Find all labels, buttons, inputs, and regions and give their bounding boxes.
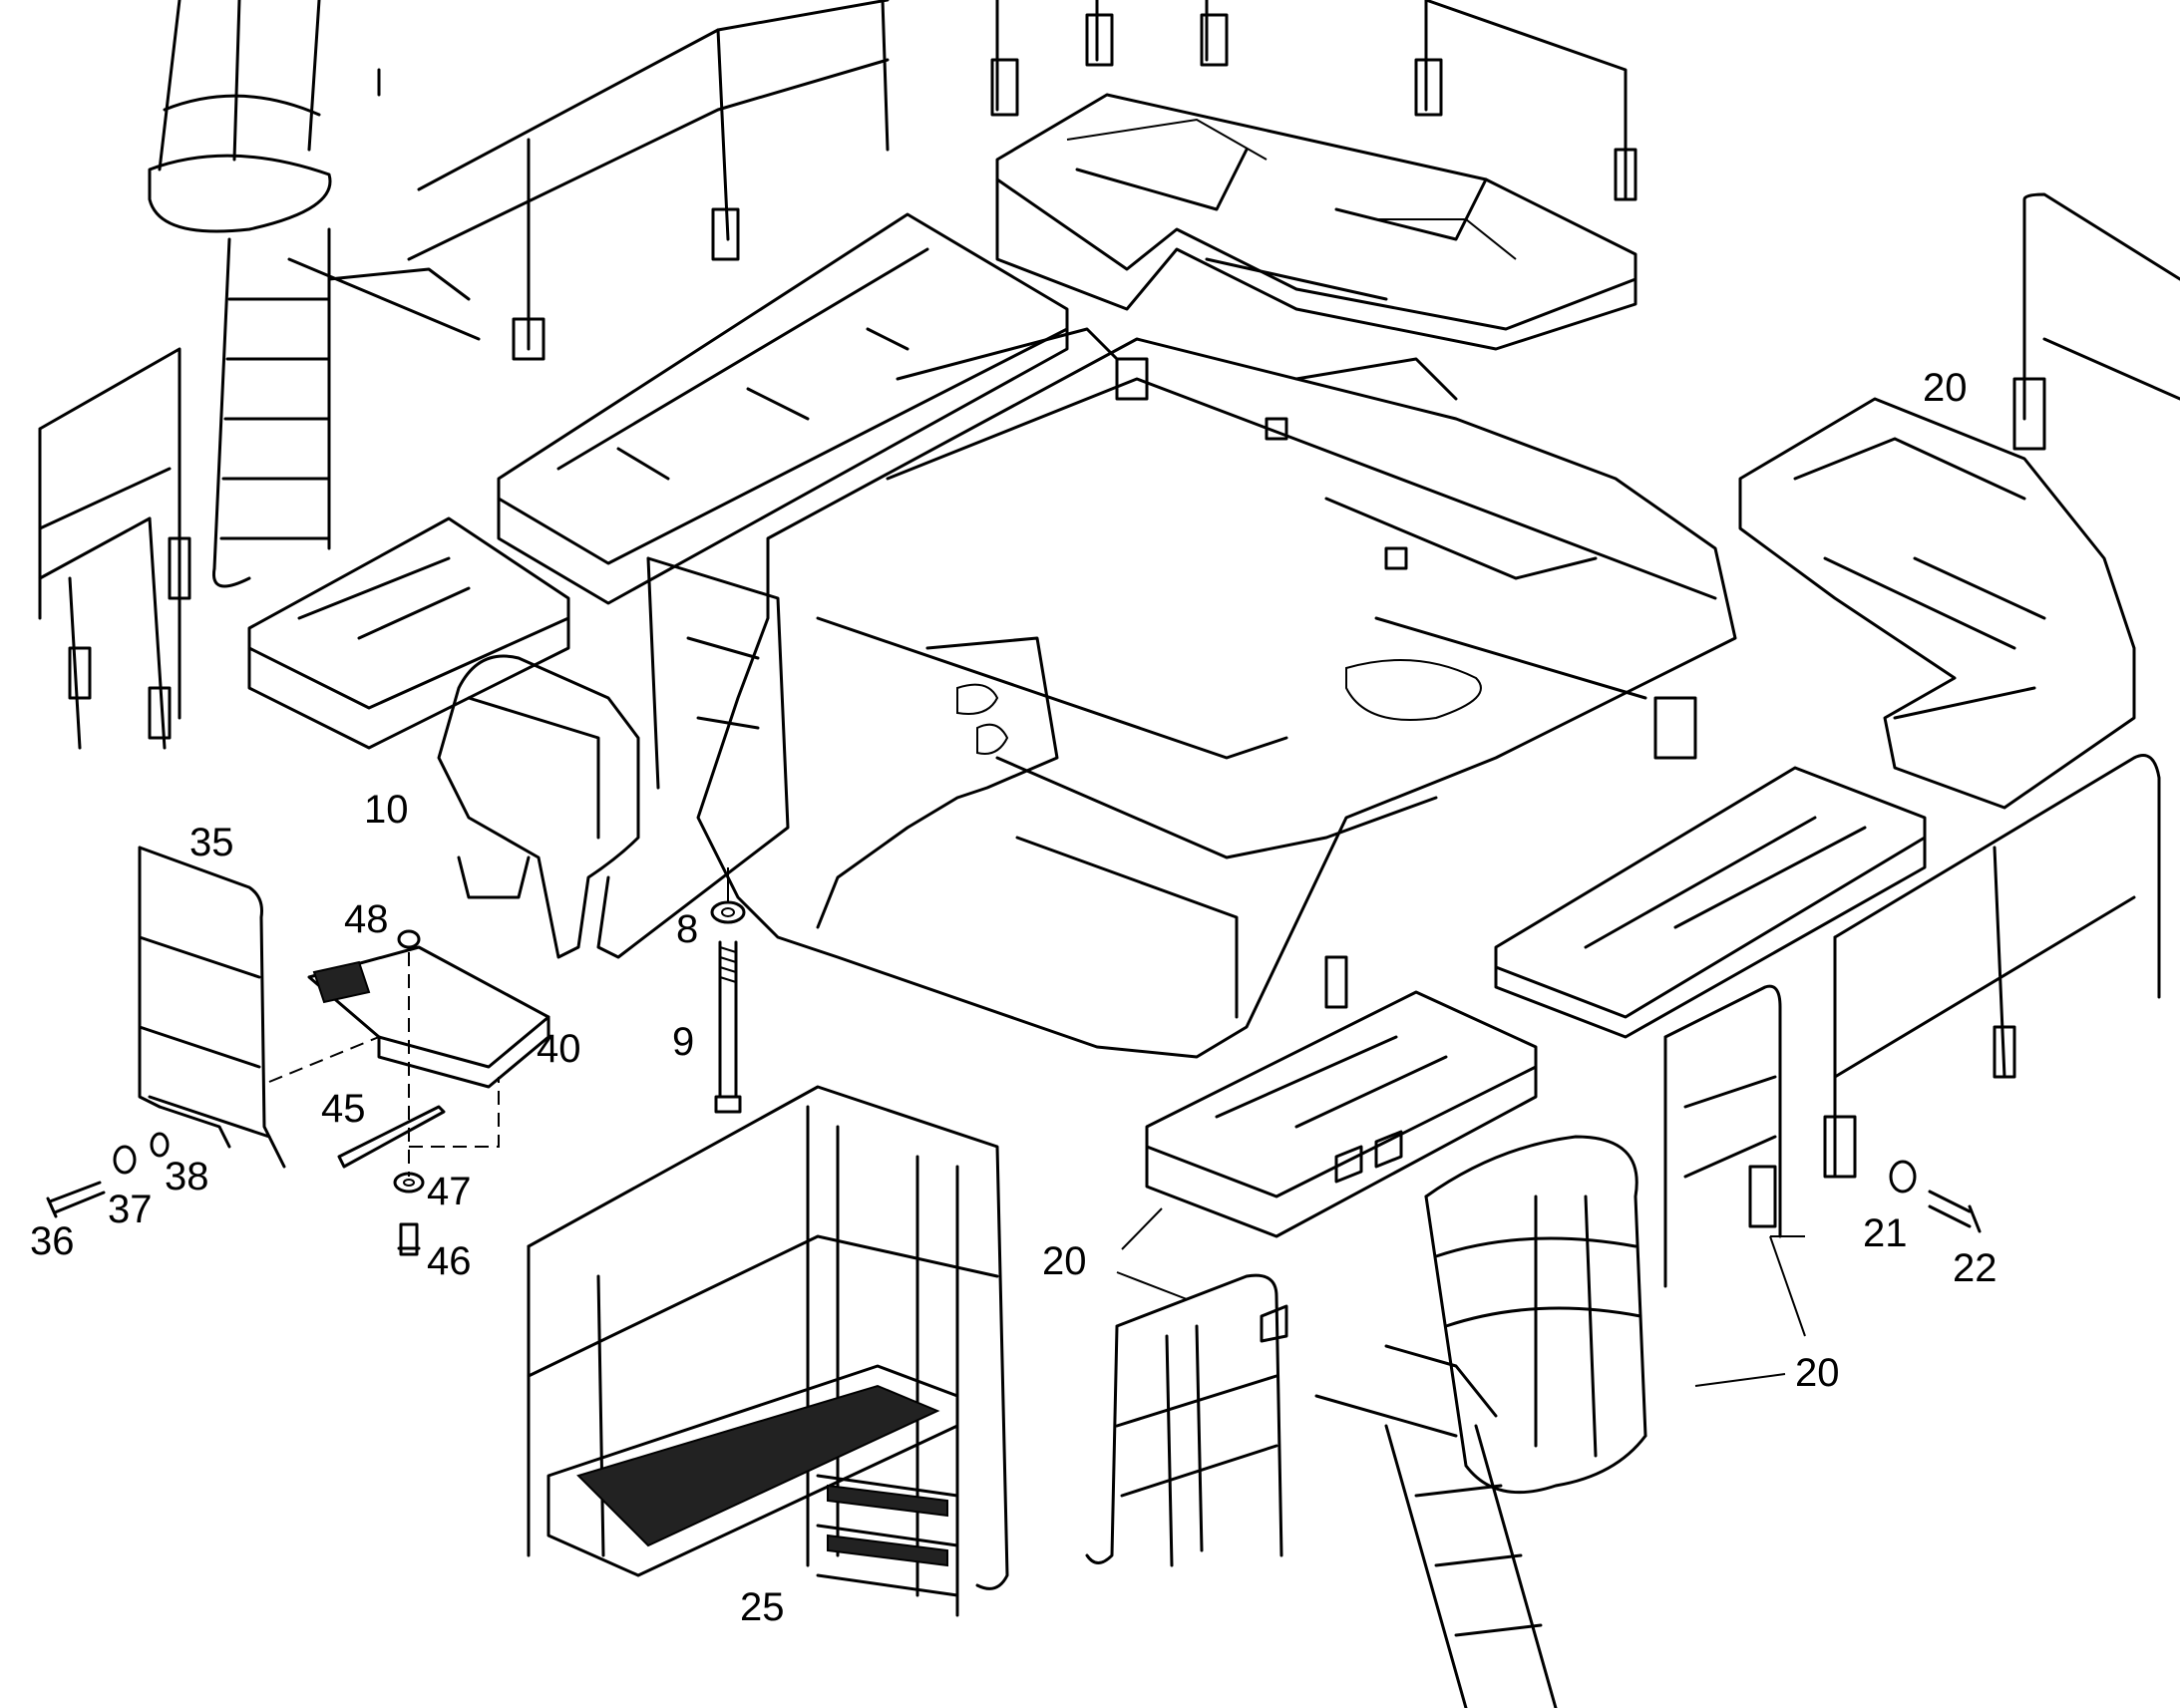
nut-48 bbox=[397, 929, 421, 949]
callout-35: 35 bbox=[189, 821, 234, 864]
callout-36: 36 bbox=[30, 1219, 75, 1263]
platform-center-lower bbox=[1145, 990, 1538, 1238]
nut-38 bbox=[150, 1132, 170, 1158]
callout-9: 9 bbox=[672, 1020, 694, 1064]
step-ladder-35 bbox=[138, 846, 286, 1169]
callout-8: 8 bbox=[676, 907, 698, 951]
leader-dash-35 bbox=[268, 1036, 380, 1083]
seat-assembly bbox=[437, 556, 790, 959]
callout-20-top-right: 20 bbox=[1923, 366, 1968, 410]
bolt-36 bbox=[46, 1181, 106, 1218]
callout-46: 46 bbox=[427, 1239, 472, 1283]
main-chassis-frame bbox=[696, 327, 1737, 1059]
gate-assembly bbox=[1085, 1273, 1288, 1567]
plate-40 bbox=[307, 945, 550, 1089]
bar-45 bbox=[337, 1105, 446, 1169]
callout-48: 48 bbox=[344, 897, 389, 941]
top-railings bbox=[407, 0, 1637, 361]
callout-38: 38 bbox=[165, 1155, 209, 1198]
platform-right-lower bbox=[1494, 766, 1927, 1039]
platform-left-small bbox=[247, 516, 570, 750]
leader-20-center bbox=[1121, 1207, 1163, 1250]
railing-right-lower bbox=[1823, 754, 2161, 1179]
leader-20-cage bbox=[1694, 1373, 1786, 1387]
bolt-46 bbox=[397, 1222, 421, 1256]
washer-8 bbox=[710, 900, 746, 924]
bolt-9 bbox=[714, 940, 742, 1114]
platform-left-long bbox=[497, 212, 1069, 605]
stair-assembly-25 bbox=[527, 1085, 1009, 1617]
platform-right-curved bbox=[1738, 192, 2180, 810]
bolt-22 bbox=[1928, 1190, 1982, 1233]
washer-47 bbox=[393, 1172, 425, 1194]
callout-10: 10 bbox=[364, 788, 409, 832]
callout-25: 25 bbox=[740, 1585, 785, 1629]
caged-ladder-top-left bbox=[148, 0, 481, 588]
leader-dash-48-47 bbox=[408, 952, 500, 1177]
leader-20-rail bbox=[1769, 1235, 1806, 1337]
callout-47: 47 bbox=[427, 1170, 472, 1213]
leader-20-gate bbox=[1116, 1271, 1188, 1300]
platform-top-center bbox=[995, 93, 1637, 351]
callout-40: 40 bbox=[537, 1027, 581, 1071]
callout-21: 21 bbox=[1863, 1211, 1908, 1255]
caged-ladder-bottom-right bbox=[1314, 1135, 1647, 1708]
railing-right-small bbox=[1663, 984, 1782, 1288]
callout-37: 37 bbox=[108, 1188, 153, 1231]
callout-45: 45 bbox=[321, 1087, 366, 1131]
callout-20-lower-right: 20 bbox=[1795, 1351, 1840, 1395]
callout-22: 22 bbox=[1953, 1246, 1998, 1290]
washer-37 bbox=[113, 1145, 137, 1175]
washer-21 bbox=[1889, 1160, 1917, 1194]
railing-left bbox=[38, 347, 191, 750]
callout-20-center: 20 bbox=[1042, 1239, 1087, 1283]
